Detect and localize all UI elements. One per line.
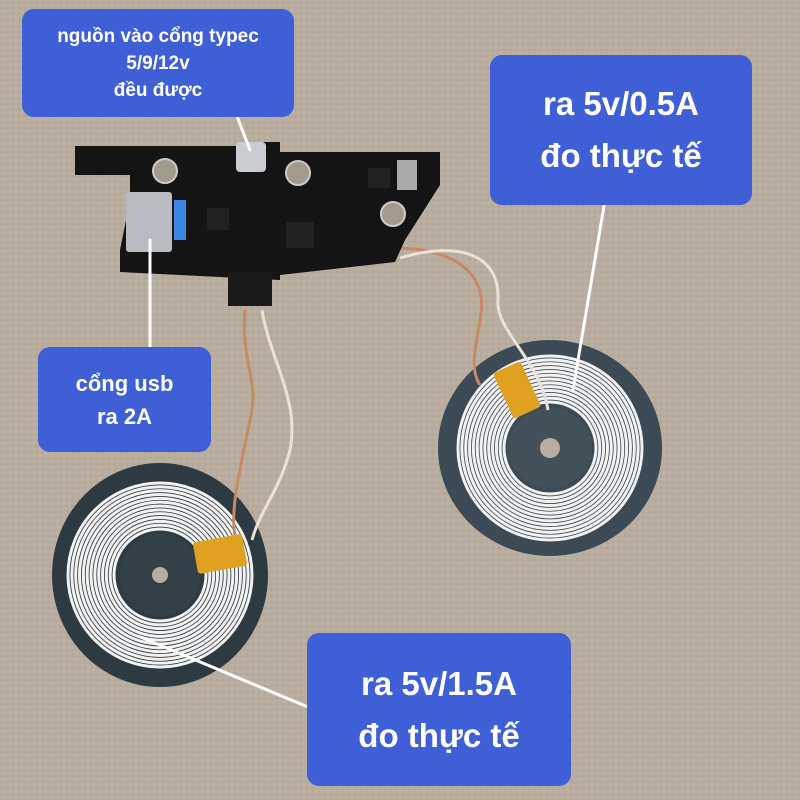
callout-usb-port: cổng usb ra 2A	[38, 347, 211, 452]
coil-winding-turn	[502, 400, 598, 496]
small-coil-tape	[493, 361, 541, 419]
coil-winding-turn	[456, 354, 644, 542]
coil-winding-turn	[93, 508, 227, 642]
usb-a-port	[126, 192, 172, 252]
coil-winding-turn	[101, 516, 219, 634]
coil-winding-turn	[464, 362, 636, 534]
small-coil-center-hole	[540, 438, 560, 458]
typec-port	[236, 142, 266, 172]
callout-large-coil-line-1: ra 5v/1.5A	[361, 664, 517, 702]
coil-winding-turn	[487, 385, 613, 511]
large-coil-center-hole	[152, 567, 168, 583]
callout-typec-line-3: đều được	[113, 79, 203, 101]
coil-winding-turn	[104, 519, 216, 631]
coil-winding-turn	[108, 523, 212, 627]
pointer-lines	[136, 96, 607, 714]
coil-winding-turn	[112, 527, 208, 623]
coil-winding-turn	[81, 496, 239, 654]
coil-winding-turn	[479, 377, 621, 519]
large-coil-tape	[193, 534, 247, 574]
callout-typec-line-2: 5/9/12v	[126, 52, 190, 74]
coil-winding-turn	[66, 481, 254, 669]
coil-winding-turn	[70, 485, 250, 665]
coil-winding-turn	[468, 366, 632, 530]
coil-wires	[232, 246, 550, 541]
coil-winding-turn	[475, 373, 625, 523]
pcb-tab	[228, 272, 272, 306]
coil-winding-turn	[494, 392, 606, 504]
callout-small-coil-line-1: ra 5v/0.5A	[543, 85, 699, 122]
callout-usb-line-2: ra 2A	[96, 403, 153, 429]
coil-winding-turn	[78, 493, 242, 657]
small-coil	[438, 340, 662, 556]
callout-typec-input: nguồn vào cổng typec 5/9/12v đều được	[22, 9, 294, 117]
coil-winding-turn	[491, 389, 609, 507]
coil-winding-turn	[483, 381, 617, 515]
coil-winding-turn	[97, 512, 223, 638]
small-coil-windings	[456, 354, 644, 542]
callout-typec-line-1: nguồn vào cổng typec	[57, 25, 259, 47]
callout-usb-line-1: cổng usb	[75, 370, 174, 396]
pcb-board	[75, 142, 440, 306]
callout-large-coil-output: ra 5v/1.5A đo thực tế	[307, 633, 571, 786]
coil-winding-turn	[85, 500, 235, 650]
coil-winding-turn	[74, 489, 246, 661]
coil-winding-turn	[460, 358, 640, 538]
callout-large-coil-line-2: đo thực tế	[358, 716, 520, 754]
coil-winding-turn	[471, 369, 629, 527]
coil-winding-turn	[498, 396, 602, 500]
callout-small-coil-line-2: đo thực tế	[540, 137, 702, 174]
callout-small-coil-output: ra 5v/0.5A đo thực tế	[490, 55, 752, 205]
